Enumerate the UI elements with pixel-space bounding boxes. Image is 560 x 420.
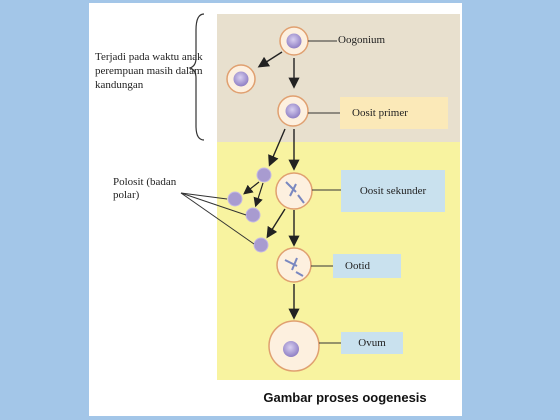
prenatal-note: Terjadi pada waktu anak perempuan masih … <box>95 51 203 91</box>
polar-pointer-3 <box>180 192 255 245</box>
ovum-label: Ovum <box>341 332 403 354</box>
arrow-to-second-polar-body <box>266 208 286 239</box>
ootid-label: Ootid <box>333 254 401 278</box>
oosit-primer-cell <box>277 95 309 127</box>
polar-body-3 <box>245 207 261 223</box>
arrow-to-first-polar-body <box>268 128 286 167</box>
arrow-polar-division-b <box>253 182 264 208</box>
prenatal-bracket <box>188 13 205 141</box>
arrow-polar-division-a <box>243 181 260 195</box>
ootid-cell <box>276 247 312 283</box>
oosit-sekunder-cell <box>275 172 313 210</box>
oogonium-label: Oogonium <box>338 34 386 46</box>
oogonium-cell <box>279 26 309 56</box>
polar-body-label: Polosit (badan polar) <box>113 176 177 201</box>
arrow-to-daughter <box>257 51 283 68</box>
oosit-sekunder-label: Oosit sekunder <box>341 170 445 212</box>
polar-pointer-2 <box>180 192 247 216</box>
polar-body-2 <box>227 191 243 207</box>
polar-pointer-1 <box>180 192 228 200</box>
polar-body-4 <box>253 237 269 253</box>
figure-caption: Gambar proses oogenesis <box>263 390 427 405</box>
polar-body-1 <box>256 167 272 183</box>
oosit-primer-label: Oosit primer <box>340 97 448 129</box>
ovum-cell <box>268 320 320 372</box>
oogonium-daughter-cell <box>226 64 256 94</box>
